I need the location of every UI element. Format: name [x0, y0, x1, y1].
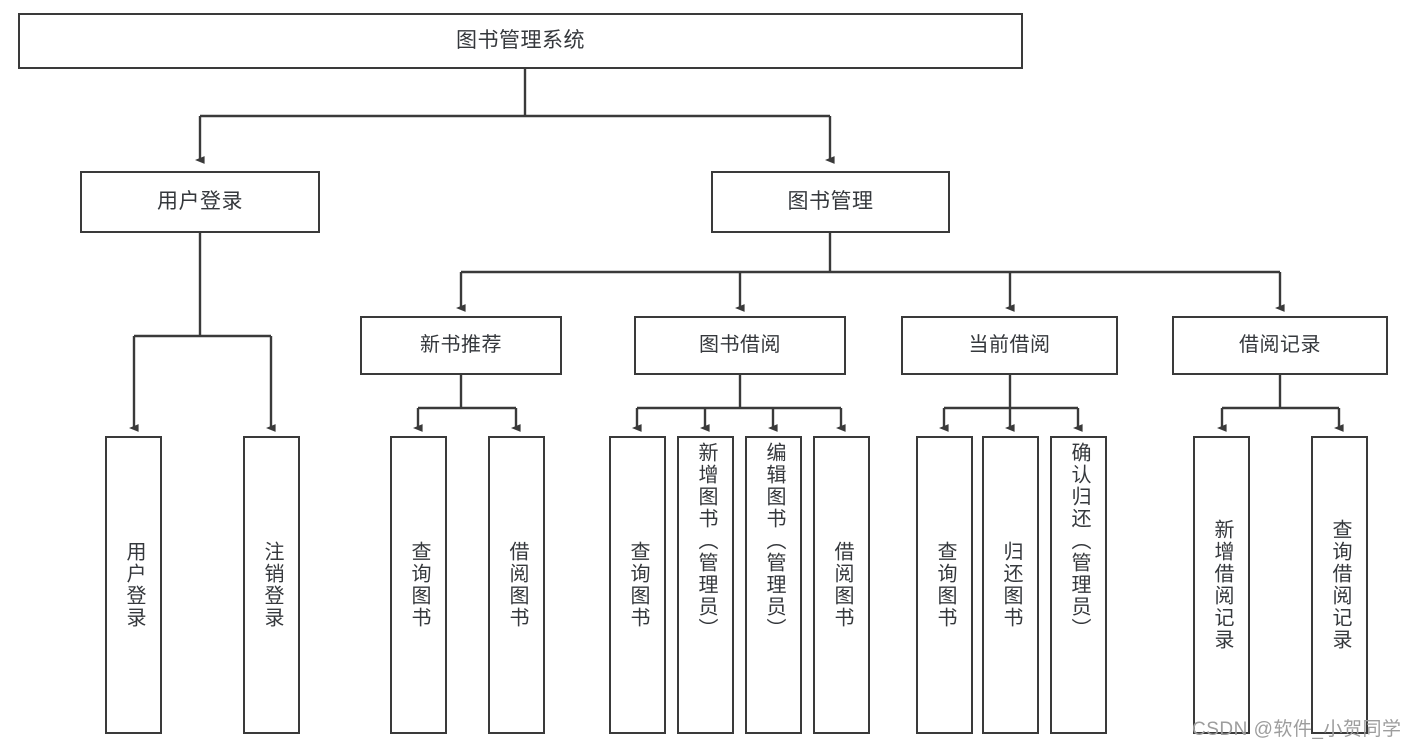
leaf-borrow-record-query[interactable]: 查询借阅记录 [1311, 436, 1368, 734]
leaf-current-borrow-confirm-return[interactable]: 确认归还（管理员） [1050, 436, 1107, 734]
node-new-book-recommend-label: 新书推荐 [420, 333, 502, 356]
leaf-label: 新增借阅记录 [1211, 519, 1233, 651]
node-current-borrow-label: 当前借阅 [968, 333, 1051, 356]
leaf-label: 确认归还（管理员） [1068, 442, 1090, 640]
leaf-book-borrow-add[interactable]: 新增图书（管理员） [677, 436, 734, 734]
leaf-label: 查询图书 [934, 541, 956, 629]
node-book-borrow[interactable]: 图书借阅 [634, 316, 846, 375]
node-new-book-recommend[interactable]: 新书推荐 [360, 316, 562, 375]
leaf-user-login-signin[interactable]: 用户登录 [105, 436, 162, 734]
csdn-watermark: CSDN @软件_小贺同学 [1192, 719, 1402, 740]
leaf-label: 用户登录 [123, 541, 145, 629]
node-book-management[interactable]: 图书管理 [711, 171, 950, 233]
node-root-label: 图书管理系统 [456, 28, 585, 52]
leaf-label: 借阅图书 [506, 541, 528, 629]
leaf-label: 查询借阅记录 [1329, 519, 1351, 651]
leaf-new-book-query[interactable]: 查询图书 [390, 436, 447, 734]
node-book-management-label: 图书管理 [787, 189, 874, 213]
leaf-label: 归还图书 [1000, 541, 1022, 629]
leaf-label: 新增图书（管理员） [695, 442, 717, 640]
leaf-book-borrow-query[interactable]: 查询图书 [609, 436, 666, 734]
leaf-label: 借阅图书 [831, 541, 853, 629]
node-borrow-record[interactable]: 借阅记录 [1172, 316, 1388, 375]
leaf-borrow-record-add[interactable]: 新增借阅记录 [1193, 436, 1250, 734]
leaf-label: 查询图书 [627, 541, 649, 629]
leaf-current-borrow-query[interactable]: 查询图书 [916, 436, 973, 734]
leaf-label: 编辑图书（管理员） [763, 442, 785, 640]
node-current-borrow[interactable]: 当前借阅 [901, 316, 1118, 375]
node-book-borrow-label: 图书借阅 [699, 333, 781, 356]
leaf-current-borrow-return[interactable]: 归还图书 [982, 436, 1039, 734]
node-borrow-record-label: 借阅记录 [1239, 333, 1321, 356]
leaf-label: 查询图书 [408, 541, 430, 629]
leaf-label: 注销登录 [261, 541, 283, 629]
leaf-user-login-signout[interactable]: 注销登录 [243, 436, 300, 734]
node-user-login-label: 用户登录 [157, 189, 243, 213]
leaf-new-book-borrow[interactable]: 借阅图书 [488, 436, 545, 734]
node-user-login[interactable]: 用户登录 [80, 171, 320, 233]
leaf-book-borrow-edit[interactable]: 编辑图书（管理员） [745, 436, 802, 734]
leaf-book-borrow-lend[interactable]: 借阅图书 [813, 436, 870, 734]
node-root[interactable]: 图书管理系统 [18, 13, 1023, 69]
